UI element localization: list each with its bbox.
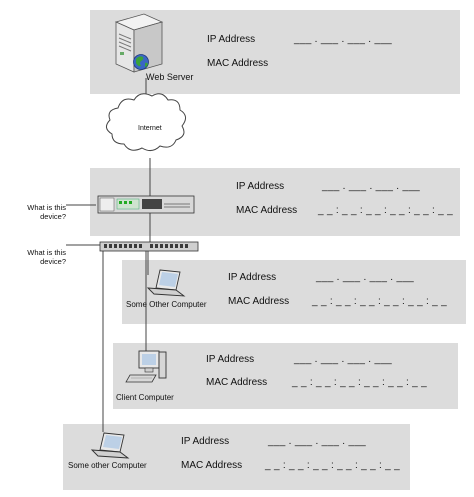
mac-blank[interactable]: _ _ : _ _ : _ _ : _ _ : _ _ : _ _ [318,205,453,216]
mac-address-label: MAC Address [181,460,243,471]
ip-address-label: IP Address [207,34,256,45]
question-router: What is this device? [27,203,66,221]
laptop-icon-2 [90,432,130,459]
ip-address-label: IP Address [228,272,277,283]
client-computer-panel [113,343,458,409]
switch-icon [99,241,199,252]
router-icon [97,195,195,214]
ip-blank[interactable]: ___ . ___ . ___ . ___ [316,272,415,283]
mac-address-label: MAC Address [236,205,298,216]
internet-cloud-icon [106,93,186,152]
ip-blank[interactable]: ___ . ___ . ___ . ___ [268,436,367,447]
ip-address-label: IP Address [236,181,285,192]
ip-address-label: IP Address [181,436,230,447]
ip-blank[interactable]: ___ . ___ . ___ . ___ [294,34,393,45]
ip-address-label: IP Address [206,354,255,365]
globe-icon [133,54,149,70]
web-server-label: Web Server [146,72,194,82]
some-other-computer-2-label: Some other Computer [68,461,147,470]
mac-address-label: MAC Address [207,58,269,69]
desktop-computer-icon [125,350,167,383]
question-switch: What is this device? [27,248,66,266]
mac-blank[interactable]: _ _ : _ _ : _ _ : _ _ : _ _ : _ _ [312,296,447,307]
mac-address-label: MAC Address [228,296,290,307]
client-computer-label: Client Computer [116,393,174,402]
ip-blank[interactable]: ___ . ___ . ___ . ___ [322,181,421,192]
connection-lines [66,78,151,432]
mac-blank[interactable]: _ _ : _ _ : _ _ : _ _ : _ _ : _ _ [292,377,427,388]
ip-blank[interactable]: ___ . ___ . ___ . ___ [294,354,393,365]
some-other-computer-label: Some Other Computer [126,300,207,309]
laptop-icon [146,269,186,297]
internet-label: Internet [138,125,162,132]
mac-address-label: MAC Address [206,377,268,388]
mac-blank[interactable]: _ _ : _ _ : _ _ : _ _ : _ _ : _ _ [265,460,400,471]
